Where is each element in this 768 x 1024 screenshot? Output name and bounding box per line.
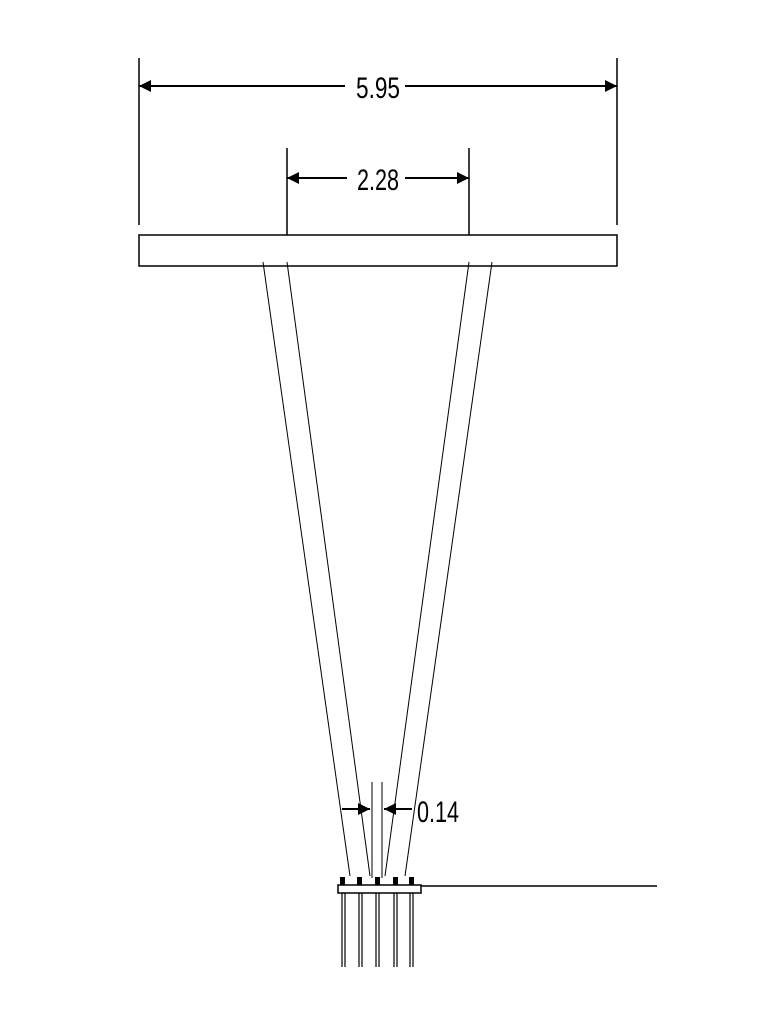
right-leg-inner-edge — [384, 261, 470, 877]
anchor-rods — [341, 893, 414, 967]
dimension-label-inner: 2.28 — [357, 164, 399, 197]
dimension-label-overall: 5.95 — [356, 72, 400, 105]
dimension-label-gap: 0.14 — [417, 796, 459, 829]
bolt-heads — [340, 877, 414, 885]
bolt-head-3 — [375, 877, 380, 885]
dimension-base-gap: 0.14 — [342, 782, 459, 878]
bolt-head-4 — [393, 877, 398, 885]
left-leg-outer-edge — [262, 261, 351, 877]
left-leg-inner-edge — [286, 261, 371, 877]
top-slab — [138, 234, 618, 267]
base-plate — [337, 884, 422, 894]
right-leg-outer-edge — [404, 261, 493, 877]
bolt-head-1 — [340, 877, 345, 885]
bolt-head-5 — [409, 877, 414, 885]
dimension-overall-width: 5.95 — [138, 58, 618, 225]
bolt-head-2 — [357, 877, 362, 885]
base-plate-assembly — [337, 877, 657, 967]
inclined-legs — [262, 261, 493, 877]
dimension-inner-width: 2.28 — [286, 148, 470, 262]
